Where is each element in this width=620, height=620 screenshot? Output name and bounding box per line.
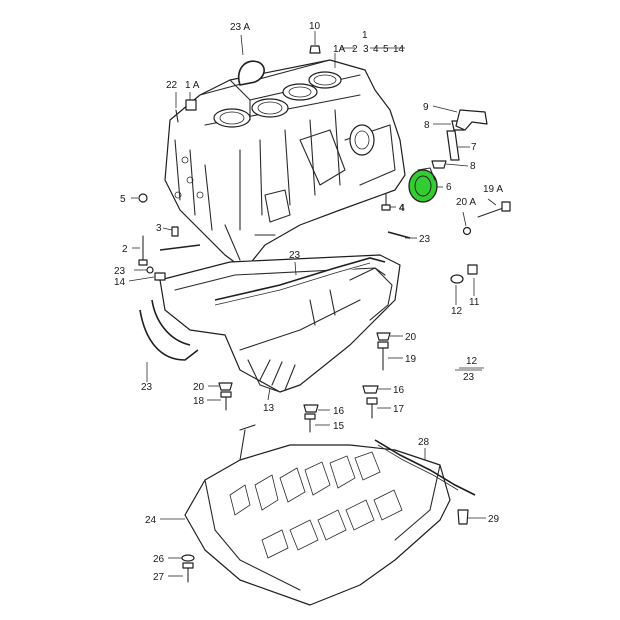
callout-1A-left: 1 A bbox=[185, 80, 200, 91]
callout-12-ref: 12 bbox=[466, 356, 478, 367]
callout-4: 4 bbox=[399, 203, 405, 214]
highlighted-part-cover bbox=[408, 167, 438, 203]
callout-23-bottom-left: 23 bbox=[141, 382, 153, 393]
callout-9: 9 bbox=[423, 102, 429, 113]
oil-sump bbox=[159, 254, 401, 393]
callout-23-mid-gasket: 23 bbox=[289, 250, 301, 261]
callout-27: 27 bbox=[153, 572, 165, 583]
callout-2: 2 bbox=[122, 244, 128, 255]
callout-14-top: 14 bbox=[393, 44, 405, 55]
callout-14: 14 bbox=[114, 277, 126, 288]
callout-8-lower: 8 bbox=[470, 161, 476, 172]
callout-3-top: 3 bbox=[363, 44, 369, 55]
callout-20A: 20 A bbox=[456, 197, 476, 208]
callout-20-left: 20 bbox=[193, 382, 205, 393]
callout-29: 29 bbox=[488, 514, 500, 525]
callout-23-ref: 23 bbox=[463, 372, 475, 383]
callout-23A-top: 23 A bbox=[230, 22, 250, 33]
engine-block bbox=[164, 59, 406, 271]
callout-1A-top: 1A bbox=[333, 44, 346, 55]
callout-19: 19 bbox=[405, 354, 417, 365]
callout-11: 11 bbox=[469, 297, 480, 308]
callout-8-upper: 8 bbox=[424, 120, 430, 131]
hardware bbox=[138, 45, 511, 583]
gaskets bbox=[139, 60, 411, 361]
callout-22: 22 bbox=[166, 80, 178, 91]
callout-3: 3 bbox=[156, 223, 162, 234]
protection-plate bbox=[184, 424, 451, 606]
callout-28: 28 bbox=[418, 437, 430, 448]
callout-2-top: 2 bbox=[352, 44, 358, 55]
callout-16-right: 16 bbox=[393, 385, 405, 396]
callout-19A: 19 A bbox=[483, 184, 503, 195]
callout-7: 7 bbox=[471, 142, 477, 153]
callout-26: 26 bbox=[153, 554, 165, 565]
callout-24: 24 bbox=[145, 515, 157, 526]
callout-labels: 23 A 10 1 1A 2 3 4 5 14 22 1 A 9 8 7 8 6… bbox=[114, 21, 503, 583]
callout-5-top: 5 bbox=[383, 44, 389, 55]
callout-15: 15 bbox=[333, 421, 345, 432]
leader-lines bbox=[128, 31, 497, 577]
callout-16-left: 16 bbox=[333, 406, 345, 417]
callout-13: 13 bbox=[263, 403, 275, 414]
callout-5: 5 bbox=[120, 194, 126, 205]
callout-23-small-left: 23 bbox=[114, 266, 126, 277]
callout-23-right-gasket: 23 bbox=[419, 234, 431, 245]
callout-18: 18 bbox=[193, 396, 205, 407]
callout-1: 1 bbox=[362, 30, 368, 41]
callout-20-right: 20 bbox=[405, 332, 417, 343]
strap-bar bbox=[374, 439, 476, 496]
callout-17: 17 bbox=[393, 404, 405, 415]
callout-4-top: 4 bbox=[373, 44, 379, 55]
callout-12: 12 bbox=[451, 306, 463, 317]
callout-6: 6 bbox=[446, 182, 452, 193]
callout-10: 10 bbox=[309, 21, 321, 32]
